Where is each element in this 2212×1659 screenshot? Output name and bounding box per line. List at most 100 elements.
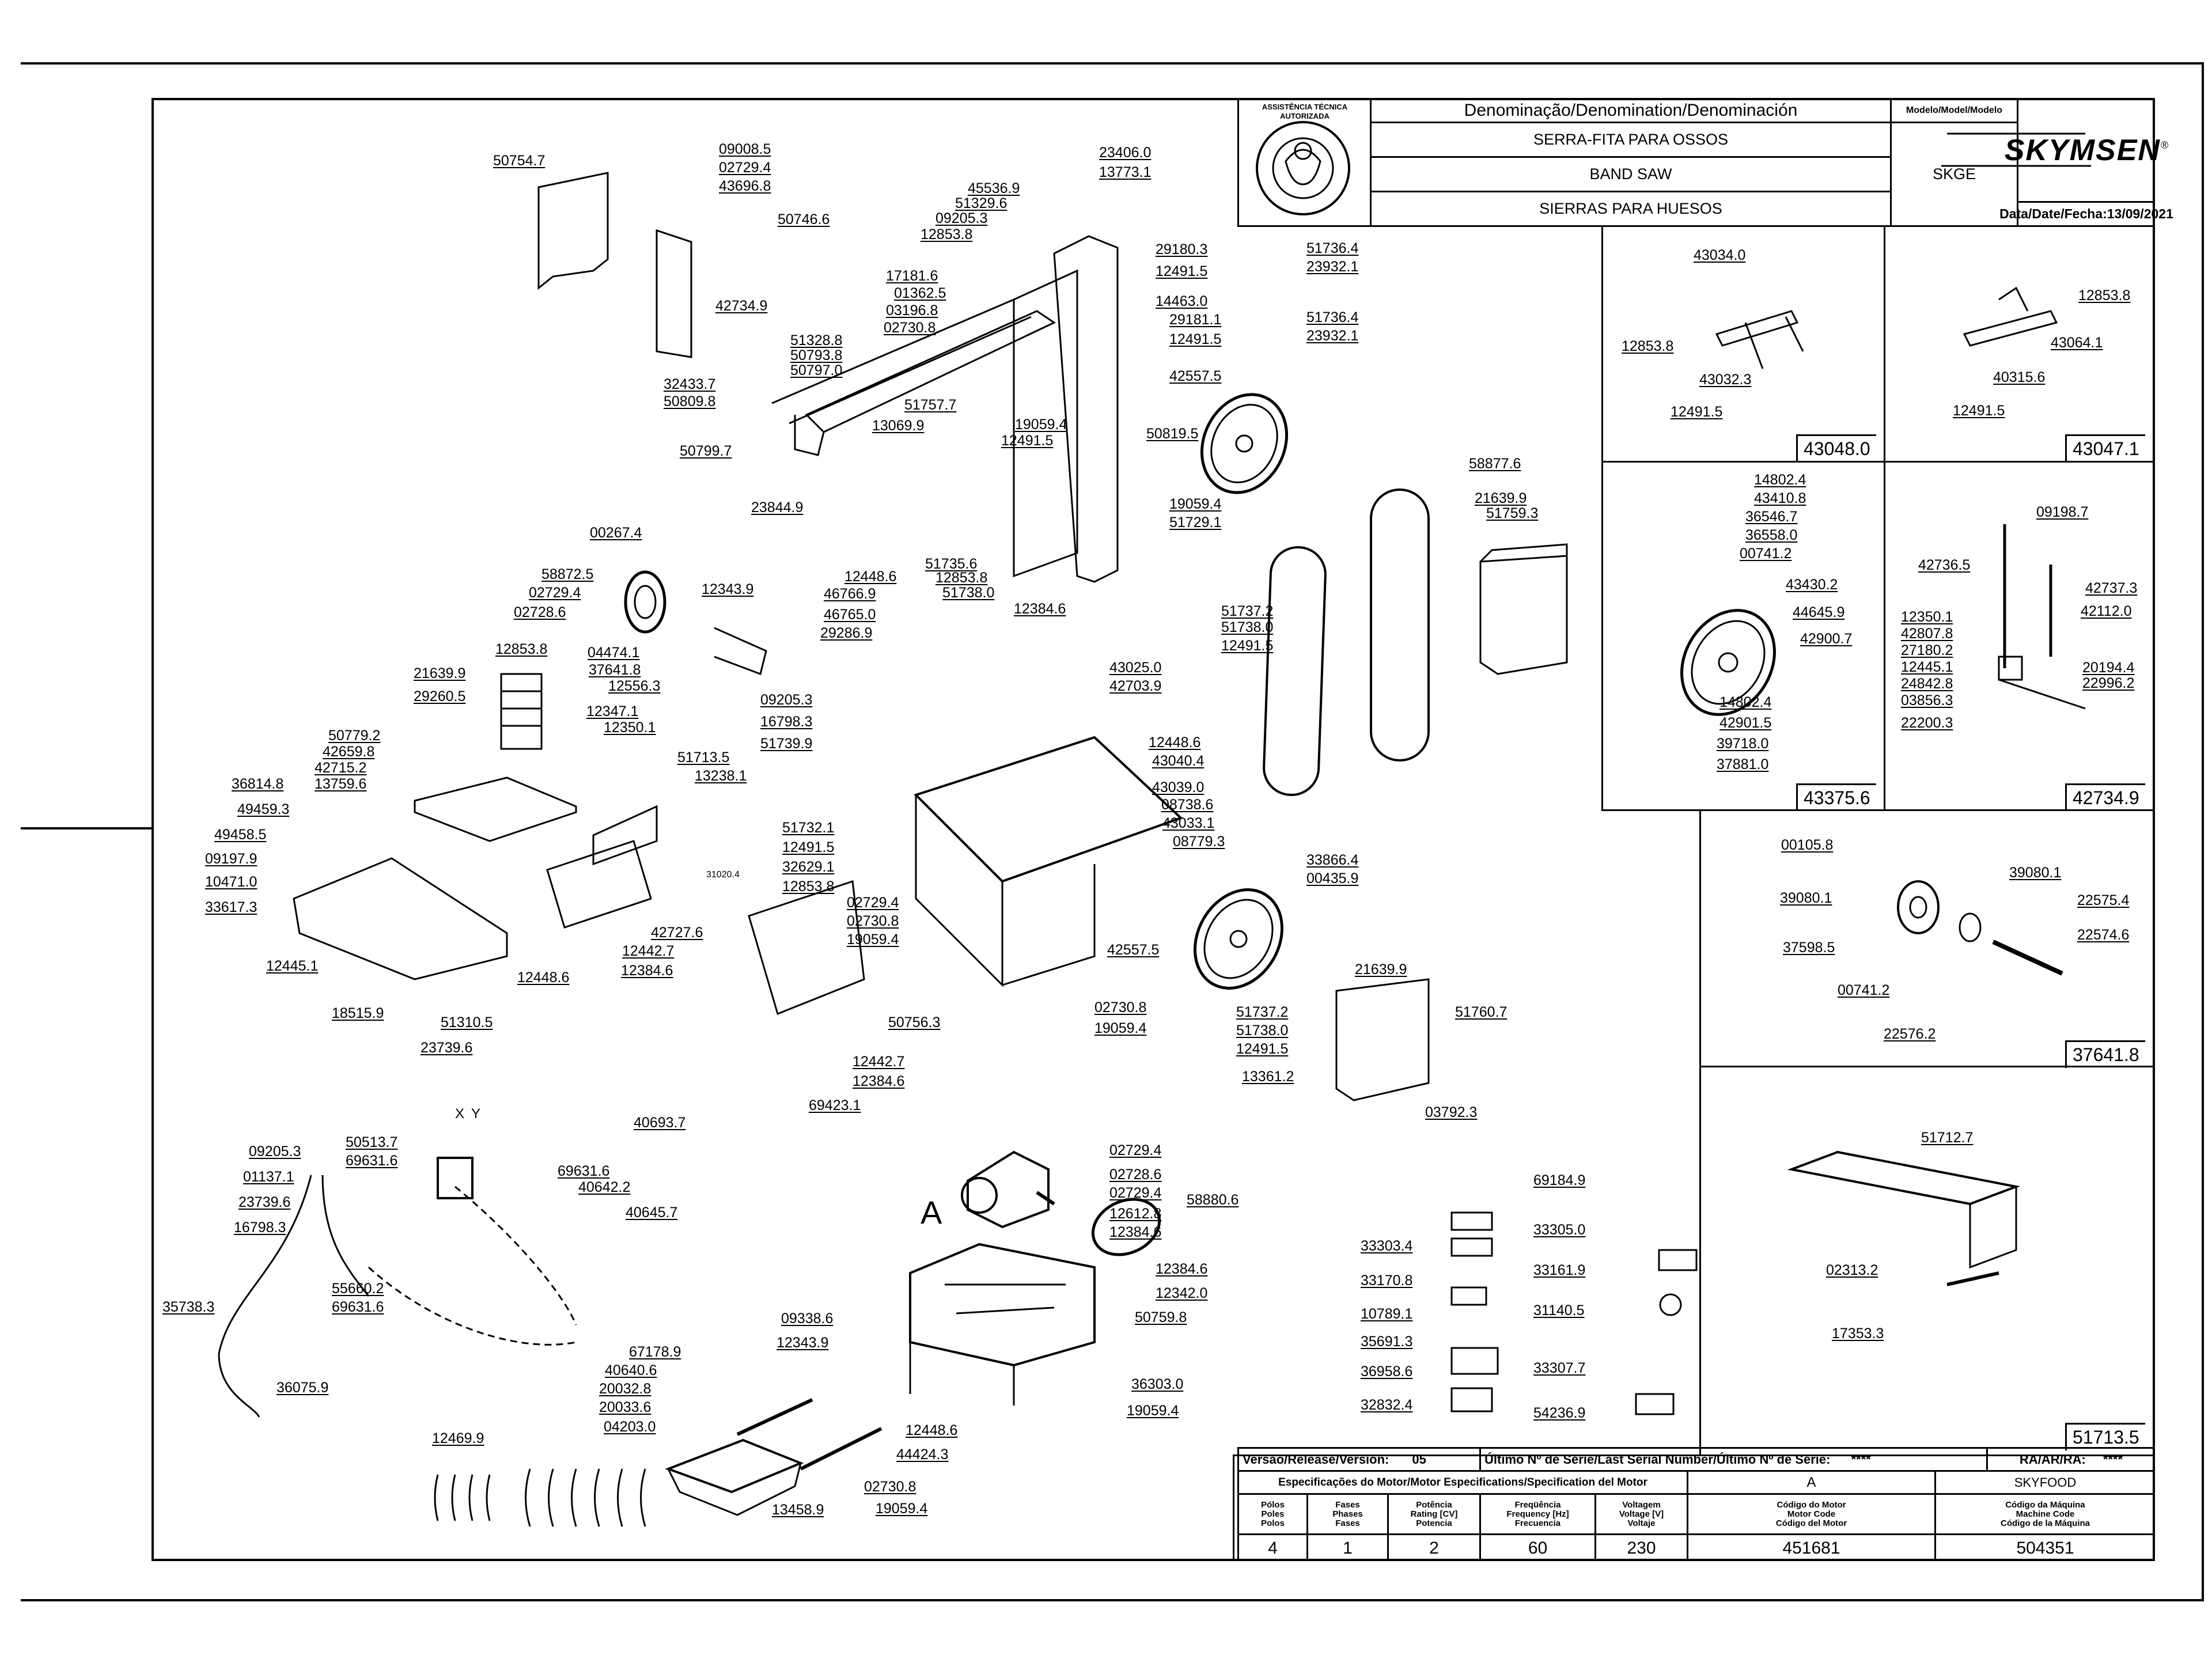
part-label: 12491.5 — [1671, 404, 1723, 420]
brand-logo-mark — [1941, 132, 2091, 167]
view-a-callout: A — [921, 1194, 942, 1230]
part-label: 36075.9 — [276, 1380, 329, 1396]
wire-x-callout: X — [455, 1106, 465, 1122]
part-label: 45536.9 — [968, 180, 1020, 196]
part-label: 20032.8 — [599, 1381, 652, 1397]
denomination-header: Denominação/Denomination/Denominación — [1372, 99, 1892, 123]
panel-divider-h2 — [1601, 809, 2154, 811]
part-label: 00741.2 — [1740, 546, 1792, 562]
part-label: 14802.4 — [1719, 694, 1772, 710]
part-label: 12491.5 — [1001, 433, 1054, 449]
part-label: 02729.4 — [1109, 1185, 1162, 1201]
label-plates — [1450, 1211, 1698, 1415]
part-label: 50754.7 — [493, 153, 546, 169]
part-label: 20194.4 — [2082, 660, 2135, 676]
part-label: 40645.7 — [626, 1205, 678, 1221]
part-label: 42737.3 — [2085, 580, 2138, 596]
part-label: 58872.5 — [541, 566, 594, 582]
part-label: 43039.0 — [1152, 779, 1205, 796]
part-label: 46765.0 — [824, 607, 876, 623]
product-name-pt: SERRA-FITA PARA OSSOS — [1372, 123, 1892, 158]
label-part: 33303.4 — [1361, 1238, 1413, 1254]
part-label: 42901.5 — [1719, 715, 1772, 731]
product-name-en: BAND SAW — [1372, 158, 1892, 192]
part-label: 50793.8 — [790, 347, 843, 363]
saw-column — [794, 235, 1119, 583]
part-label: 16798.3 — [760, 714, 813, 730]
part-label: 19059.4 — [1015, 416, 1067, 433]
part-label: 09205.3 — [935, 210, 988, 226]
part-label: 23844.9 — [751, 499, 804, 516]
part-label: 23739.6 — [421, 1040, 473, 1056]
sliding-table — [293, 777, 658, 980]
panel-43048-lever — [1715, 310, 1804, 369]
motor-pulley — [624, 570, 767, 675]
part-label: 03792.3 — [1425, 1104, 1478, 1120]
part-label: 12384.6 — [1014, 601, 1066, 617]
part-label: 36814.8 — [232, 776, 284, 792]
saw-table-body — [748, 736, 1183, 1016]
model-header: Modelo/Model/Modelo — [1892, 99, 2018, 123]
part-label: 43034.0 — [1694, 247, 1746, 263]
part-label: 12448.6 — [906, 1422, 958, 1438]
part-label: 02730.8 — [1094, 999, 1147, 1016]
header-voltage: Voltagem Voltage [V] Voltaje — [1596, 1495, 1688, 1535]
version-cell: Versão/Release/Versión: 05 — [1239, 1449, 1481, 1472]
part-label: 14802.4 — [1754, 472, 1806, 488]
part-label: 51329.6 — [955, 195, 1007, 211]
part-label: 19059.4 — [876, 1501, 928, 1517]
part-label: 42715.2 — [315, 760, 367, 776]
part-label: 12342.0 — [1156, 1285, 1208, 1301]
motor-spec-label: Especificações do Motor/Motor Especifica… — [1239, 1472, 1688, 1495]
part-label: 00741.2 — [1838, 982, 1890, 998]
part-label: 39718.0 — [1717, 736, 1769, 752]
part-label: 09205.3 — [249, 1143, 301, 1160]
part-label: 31020.4 — [706, 870, 740, 880]
title-block: ASSISTÊNCIA TÉCNICA AUTORIZADA Denominaç… — [1237, 99, 2173, 227]
part-label: 12384.6 — [1156, 1261, 1208, 1277]
sheet-border — [21, 62, 2204, 1601]
part-label: 43696.8 — [719, 178, 771, 194]
part-label: 21639.9 — [1355, 961, 1407, 978]
part-label: 12853.8 — [2078, 287, 2131, 304]
part-label: 22575.4 — [2077, 892, 2130, 908]
part-label: 12853.8 — [782, 878, 835, 895]
part-label: 08779.3 — [1173, 834, 1225, 850]
part-label: 12853.8 — [495, 641, 548, 657]
part-label: 51713.5 — [677, 749, 730, 766]
part-label: 50799.7 — [680, 443, 732, 459]
part-label: 02729.4 — [529, 585, 581, 601]
part-label: 51737.2 — [1236, 1004, 1289, 1020]
wire-y-callout: Y — [471, 1106, 481, 1122]
part-label: 42900.7 — [1800, 631, 1853, 647]
part-label: 09008.5 — [719, 141, 771, 157]
part-label: 23406.0 — [1099, 145, 1152, 161]
part-label: 08738.6 — [1161, 797, 1214, 813]
part-label: 21639.9 — [1475, 490, 1527, 506]
part-label: 69631.6 — [332, 1299, 384, 1315]
part-label: 33617.3 — [205, 899, 257, 915]
date-cell: Data/Date/Fecha:13/09/2021 — [1999, 203, 2173, 225]
value-machine-code: 504351 — [2016, 1538, 2074, 1558]
version-value: 05 — [1412, 1452, 1426, 1467]
part-label: 51757.7 — [904, 397, 957, 413]
part-label: 12853.8 — [1622, 338, 1674, 354]
part-label: 40642.2 — [578, 1179, 631, 1195]
guide-rails — [736, 1398, 882, 1471]
part-label: 13238.1 — [695, 768, 747, 784]
part-label: 02730.8 — [864, 1479, 916, 1495]
brand-logo: SKYMSEN® — [2005, 99, 2168, 203]
part-label: 42734.9 — [715, 298, 768, 314]
part-label: 12491.5 — [1169, 331, 1222, 347]
part-label: 51759.3 — [1486, 505, 1539, 521]
ra-value: **** — [2103, 1452, 2123, 1467]
panel-id-43048: 43048.0 — [1796, 434, 1876, 462]
part-label: 32433.7 — [664, 376, 716, 392]
part-label: 21639.9 — [414, 665, 466, 681]
part-label: 35738.3 — [162, 1299, 215, 1315]
part-label: 50809.8 — [664, 393, 716, 410]
part-label: 12384.6 — [1109, 1224, 1162, 1240]
panel-divider-v2 — [1699, 809, 1701, 1455]
part-label: 69631.6 — [558, 1163, 610, 1179]
part-label: 42557.5 — [1169, 368, 1222, 384]
